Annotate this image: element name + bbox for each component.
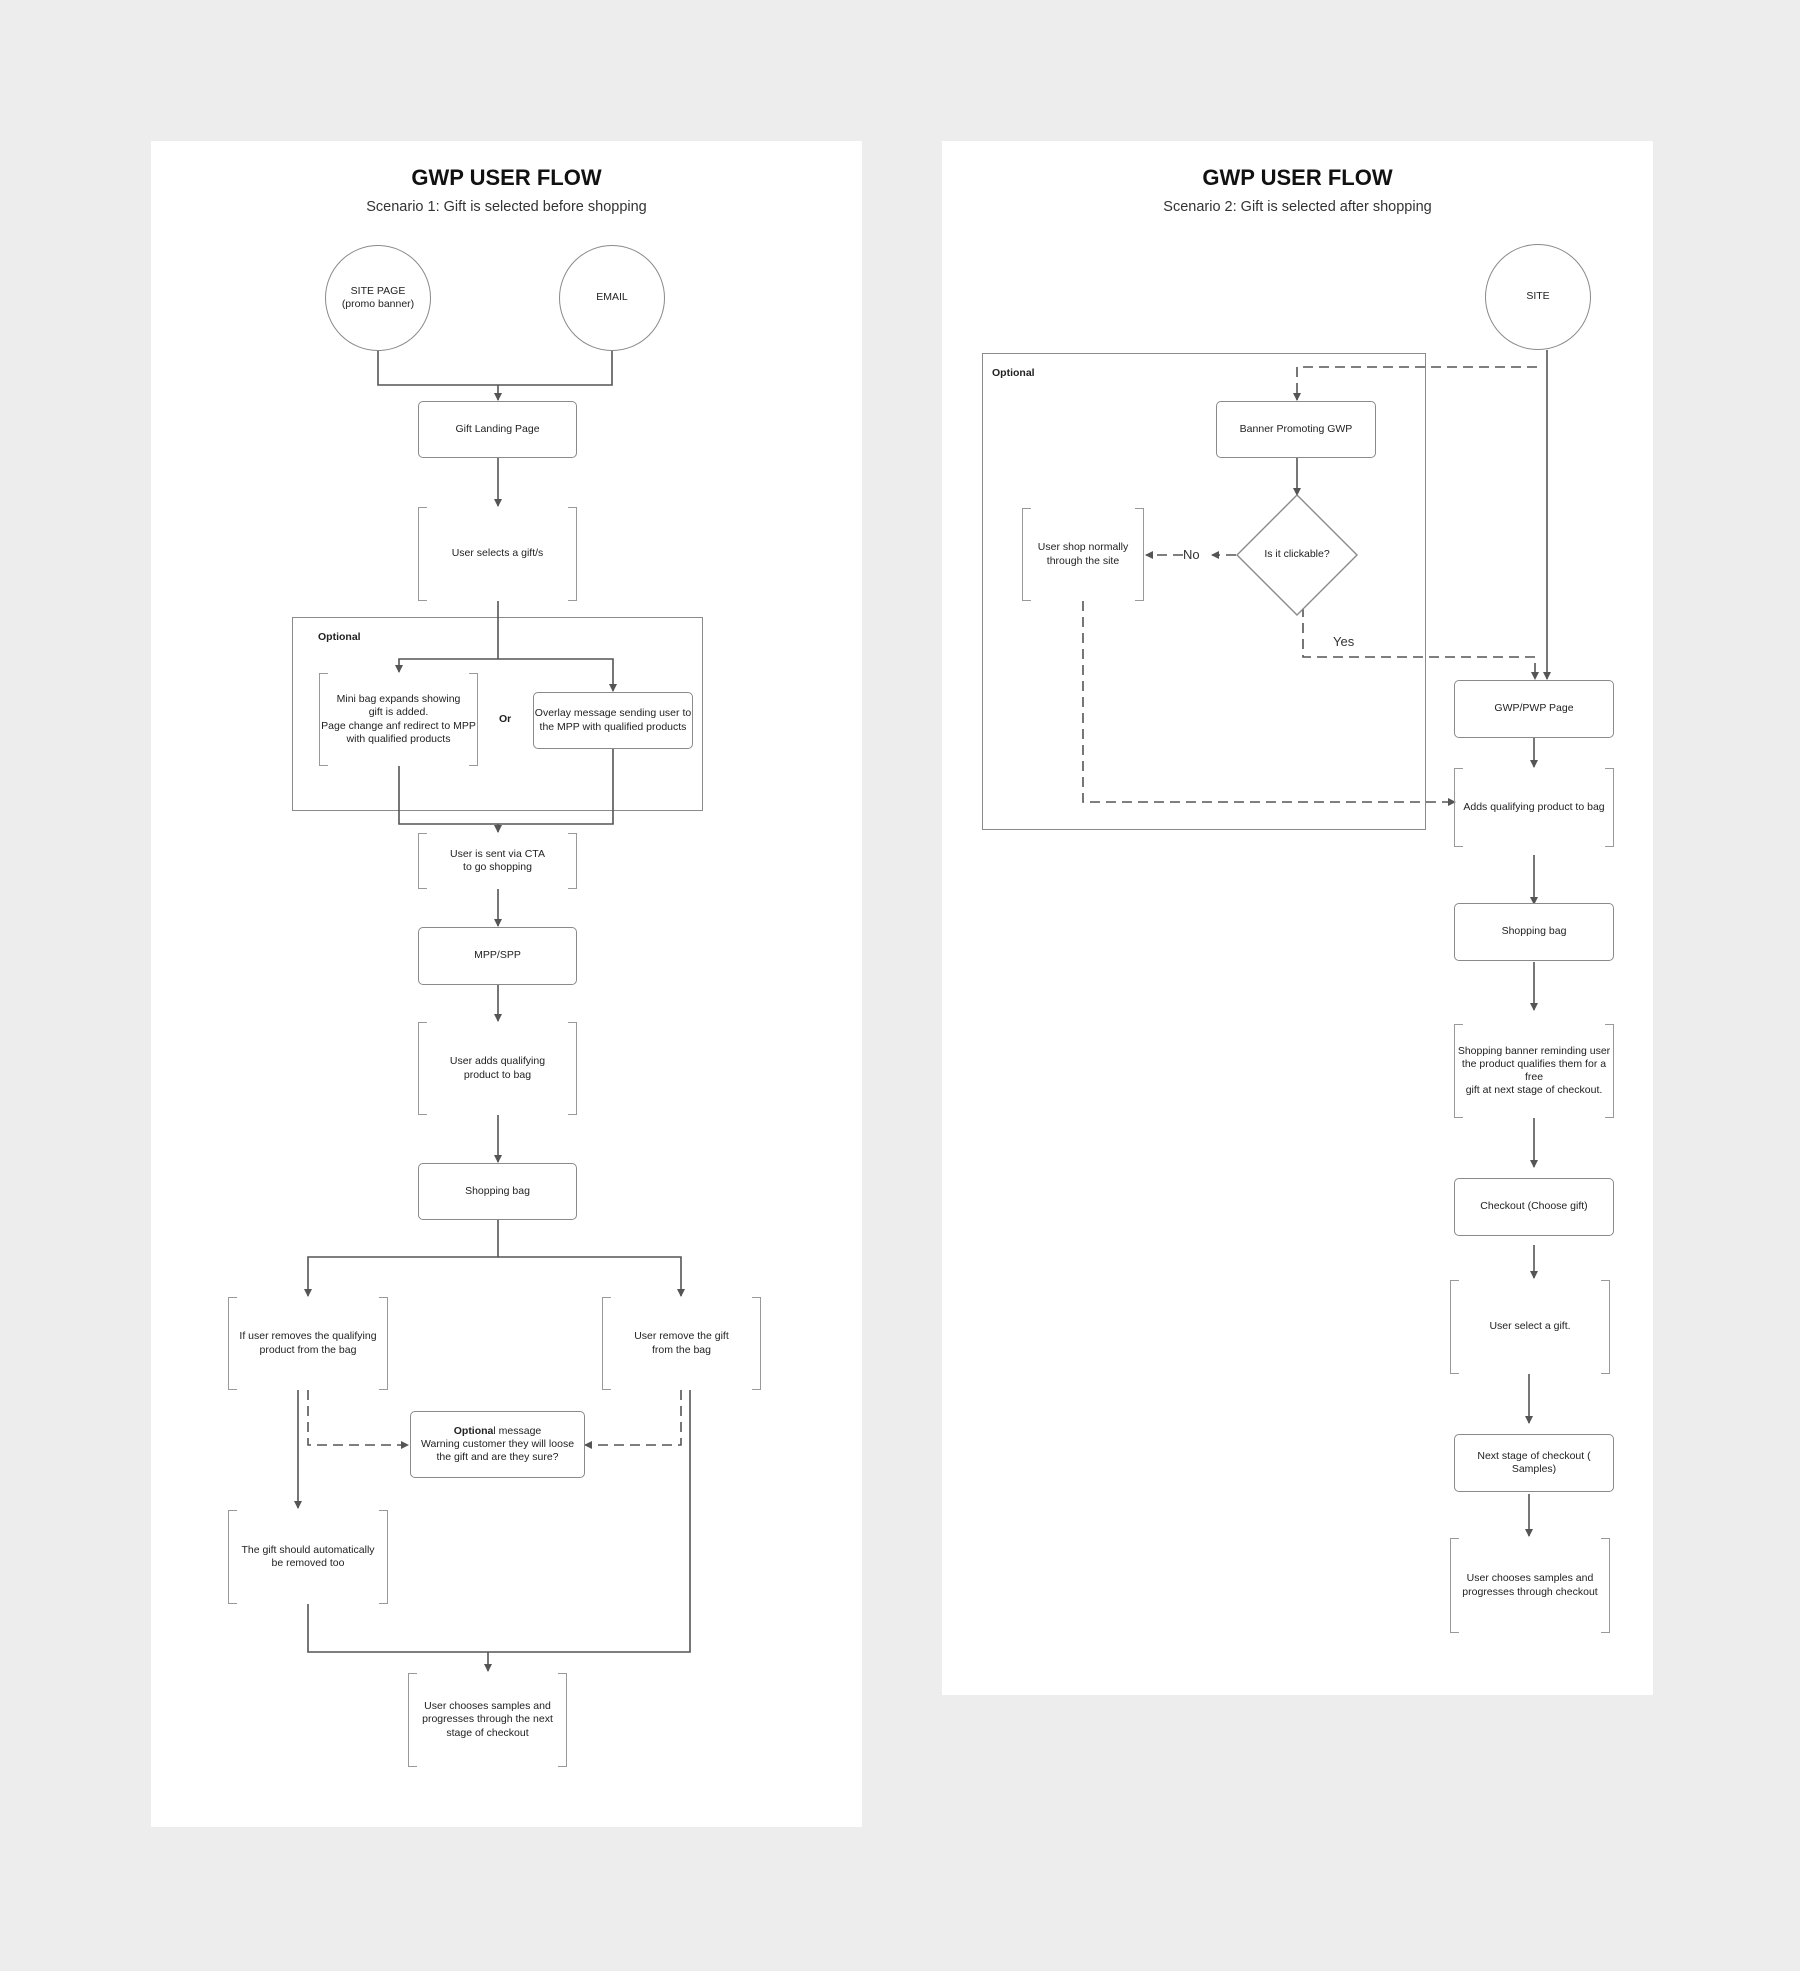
yes-label: Yes [1333, 634, 1355, 649]
shopping-banner-node: Shopping banner reminding user the produ… [1454, 1024, 1614, 1118]
or-label: Or [499, 713, 512, 725]
shopping-bag-node: Shopping bag [418, 1163, 577, 1220]
scenario1-title: GWP USER FLOW [411, 165, 602, 190]
shop-normally-node: User shop normally through the site [1022, 508, 1144, 601]
shopping-bag-2-node: Shopping bag [1454, 903, 1614, 961]
mpp-spp-node: MPP/SPP [418, 927, 577, 985]
gwp-pwp-page-node: GWP/PWP Page [1454, 680, 1614, 738]
cta-shopping-node: User is sent via CTA to go shopping [418, 833, 577, 889]
removes-qualifying-node: If user removes the qualifying product f… [228, 1297, 388, 1390]
site-page-node: SITE PAGE (promo banner) [325, 245, 431, 351]
scenario2-title: GWP USER FLOW [1202, 165, 1393, 190]
clickable-decision-label: Is it clickable? [1264, 548, 1330, 560]
scenario2-optional-frame [982, 353, 1426, 830]
site-node: SITE [1485, 244, 1591, 350]
user-selects-gift-node: User selects a gift/s [418, 507, 577, 601]
scenario1-subtitle: Scenario 1: Gift is selected before shop… [366, 199, 647, 215]
scenario1-optional-label: Optional [318, 631, 361, 643]
banner-promoting-node: Banner Promoting GWP [1216, 401, 1376, 458]
scenario2-optional-label: Optional [992, 367, 1035, 379]
checkout-choose-gift-node: Checkout (Choose gift) [1454, 1178, 1614, 1236]
chooses-samples-node: User chooses samples and progresses thro… [408, 1673, 567, 1767]
no-label: No [1183, 547, 1200, 562]
optional-warning-node: Optional message Warning customer they w… [410, 1411, 585, 1478]
removes-gift-node: User remove the gift from the bag [602, 1297, 761, 1390]
user-adds-qualifying-node: User adds qualifying product to bag [418, 1022, 577, 1115]
scenario2-subtitle: Scenario 2: Gift is selected after shopp… [1163, 199, 1432, 215]
next-stage-samples-node: Next stage of checkout ( Samples) [1454, 1434, 1614, 1492]
mini-bag-node: Mini bag expands showing gift is added. … [319, 673, 478, 766]
select-gift-node: User select a gift. [1450, 1280, 1610, 1374]
adds-qualifying-node: Adds qualifying product to bag [1454, 768, 1614, 847]
email-node: EMAIL [559, 245, 665, 351]
chooses-samples-2-node: User chooses samples and progresses thro… [1450, 1538, 1610, 1633]
optional-warning-body: Warning customer they will loose the gif… [420, 1437, 575, 1464]
gift-auto-removed-node: The gift should automatically be removed… [228, 1510, 388, 1604]
gift-landing-page-node: Gift Landing Page [418, 401, 577, 458]
overlay-message-node: Overlay message sending user to the MPP … [533, 692, 693, 749]
optional-warning-heading: Optional message [453, 1424, 542, 1437]
